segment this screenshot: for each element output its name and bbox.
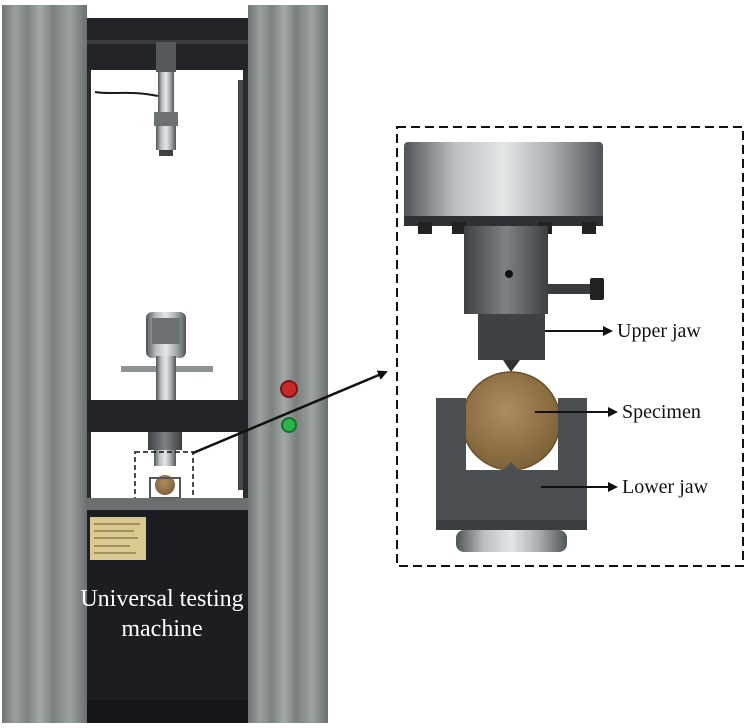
upper-jaw-block (478, 314, 545, 360)
left-column (2, 5, 87, 723)
detail-source-box (134, 451, 194, 500)
specimen-label: Specimen (622, 401, 701, 423)
base-table (87, 498, 248, 510)
upper-jaw-label: Upper jaw (617, 320, 701, 342)
zoom-arrow (192, 370, 388, 455)
upper-platen (404, 142, 603, 224)
jaw-detail-panel (396, 126, 744, 567)
machine-label-line2: machine (121, 616, 203, 642)
moving-crosshead (87, 400, 248, 432)
loading-stem (464, 226, 548, 314)
lower-jaw-label: Lower jaw (622, 476, 709, 498)
machine-label: Universal testing machine (52, 584, 272, 644)
right-column (248, 5, 328, 723)
testing-machine (2, 5, 328, 723)
specimen-disc (461, 371, 561, 471)
emergency-stop-button (280, 380, 298, 398)
lower-jaw-block (436, 398, 587, 530)
power-indicator-light (281, 417, 297, 433)
machine-label-line1: Universal testing (80, 586, 244, 612)
